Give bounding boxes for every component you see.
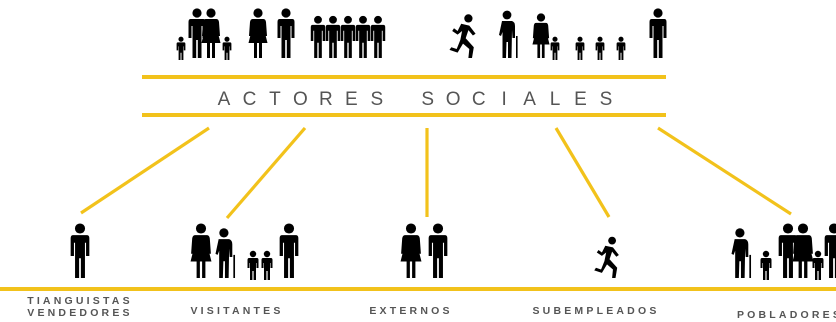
baseline-bar [0,287,836,291]
person-running-icon [594,236,619,278]
category-label-tianguistas-line-2: VENDEDORES [27,307,133,319]
category-label-externos: EXTERNOS [369,305,452,317]
woman-and-man-icon [400,223,448,278]
category-label-tianguistas-line-1: TIANGUISTAS [27,295,133,307]
category-label-pobladores: POBLADORES [737,309,836,321]
connector-visitantes [225,126,307,220]
connector-tianguistas [80,126,210,215]
category-label-visitantes: VISITANTES [190,305,283,317]
family-with-elder-icon [190,223,299,280]
connector-pobladores [657,126,792,216]
title-bar-top [142,75,666,79]
connector-lines [80,126,792,220]
connector-subempleados [554,127,611,218]
person-standing-icon [70,223,90,278]
family-group-icon [731,223,836,280]
category-label-subempleados: SUBEMPLEADOS [532,305,659,317]
title-bar-bottom [142,113,666,117]
people-group-icon [176,8,667,60]
